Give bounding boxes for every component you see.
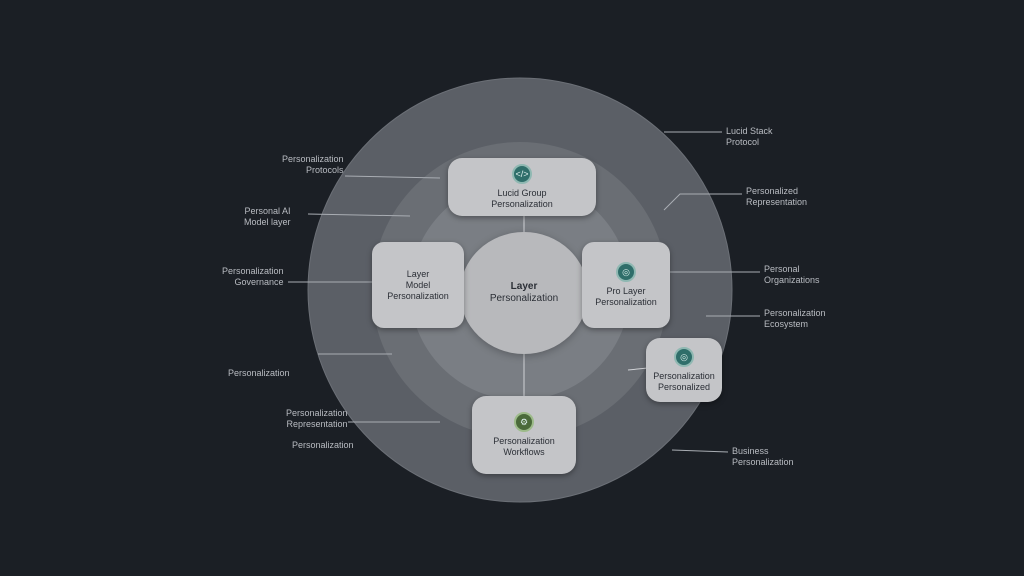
label-left-2-line2: Model layer — [244, 217, 291, 227]
node-bottom[interactable]: ⚙ Personalization Workflows — [472, 396, 576, 474]
label-right-4: Personalization Ecosystem — [764, 308, 826, 330]
node-left[interactable]: Layer Model Personalization — [372, 242, 464, 328]
label-right-5-line2: Personalization — [732, 457, 794, 467]
label-left-4-line1: Personalization — [228, 368, 290, 378]
label-left-1: Personalization Protocols — [282, 154, 344, 176]
label-left-3-line1: Personalization — [222, 266, 284, 276]
label-left-1-line1: Personalization — [282, 154, 344, 164]
label-left-6-line1: Personalization — [292, 440, 354, 450]
label-right-2: Personalized Representation — [746, 186, 807, 208]
label-left-5-line1: Personalization — [286, 408, 348, 418]
node-right-line2: Personalization — [595, 297, 657, 307]
label-left-2-line1: Personal AI — [244, 206, 291, 216]
label-right-3: Personal Organizations — [764, 264, 820, 286]
label-left-5: Personalization Representation — [286, 408, 348, 430]
leader-left-2 — [307, 213, 411, 217]
node-top[interactable]: </> Lucid Group Personalization — [448, 158, 596, 216]
node-lower-right[interactable]: ◎ Personalization Personalized — [646, 338, 722, 402]
target-icon: ◎ — [674, 347, 694, 367]
label-right-5-line1: Business — [732, 446, 769, 456]
center-node[interactable]: Layer Personalization — [460, 232, 588, 354]
label-right-4-line1: Personalization — [764, 308, 826, 318]
label-right-3-line1: Personal — [764, 264, 800, 274]
node-right[interactable]: ◎ Pro Layer Personalization — [582, 242, 670, 328]
node-right-line1: Pro Layer — [606, 286, 646, 296]
label-left-6: Personalization — [292, 440, 354, 451]
label-left-4: Personalization — [228, 368, 290, 379]
center-subtitle: Personalization — [489, 293, 559, 304]
node-lower-right-line2: Personalized — [657, 382, 711, 392]
label-left-5-line2: Representation — [286, 419, 348, 429]
label-right-1-line2: Protocol — [726, 137, 760, 147]
leader-right-2 — [663, 193, 742, 211]
node-left-line2: Model — [405, 279, 431, 290]
node-bottom-line2: Workflows — [503, 447, 545, 457]
spoke-lower-right — [627, 367, 649, 371]
leader-left-1 — [344, 175, 441, 179]
label-right-1-line1: Lucid Stack — [726, 126, 773, 136]
node-top-line1: Lucid Group — [497, 188, 547, 198]
label-right-1: Lucid Stack Protocol — [726, 126, 773, 148]
label-right-2-line1: Personalized — [746, 186, 799, 196]
center-title: Layer — [510, 281, 538, 292]
label-right-2-line2: Representation — [746, 197, 808, 207]
label-left-3-line2: Governance — [234, 277, 284, 287]
gear-icon: ⚙ — [514, 412, 534, 432]
label-right-4-line2: Ecosystem — [764, 319, 809, 329]
label-left-3: Personalization Governance — [222, 266, 284, 288]
node-lower-right-line1: Personalization — [653, 371, 715, 381]
leader-right-5 — [671, 449, 729, 453]
target-icon: ◎ — [616, 262, 636, 282]
node-top-line2: Personalization — [491, 199, 553, 209]
label-right-5: Business Personalization — [732, 446, 794, 468]
label-left-2: Personal AI Model layer — [244, 206, 291, 228]
code-icon: </> — [512, 164, 532, 184]
label-right-3-line2: Organizations — [764, 275, 820, 285]
node-left-line3: Personalization — [387, 290, 449, 301]
label-left-1-line2: Protocols — [306, 165, 344, 175]
node-left-line1: Layer — [406, 268, 430, 279]
node-bottom-line1: Personalization — [493, 436, 555, 446]
